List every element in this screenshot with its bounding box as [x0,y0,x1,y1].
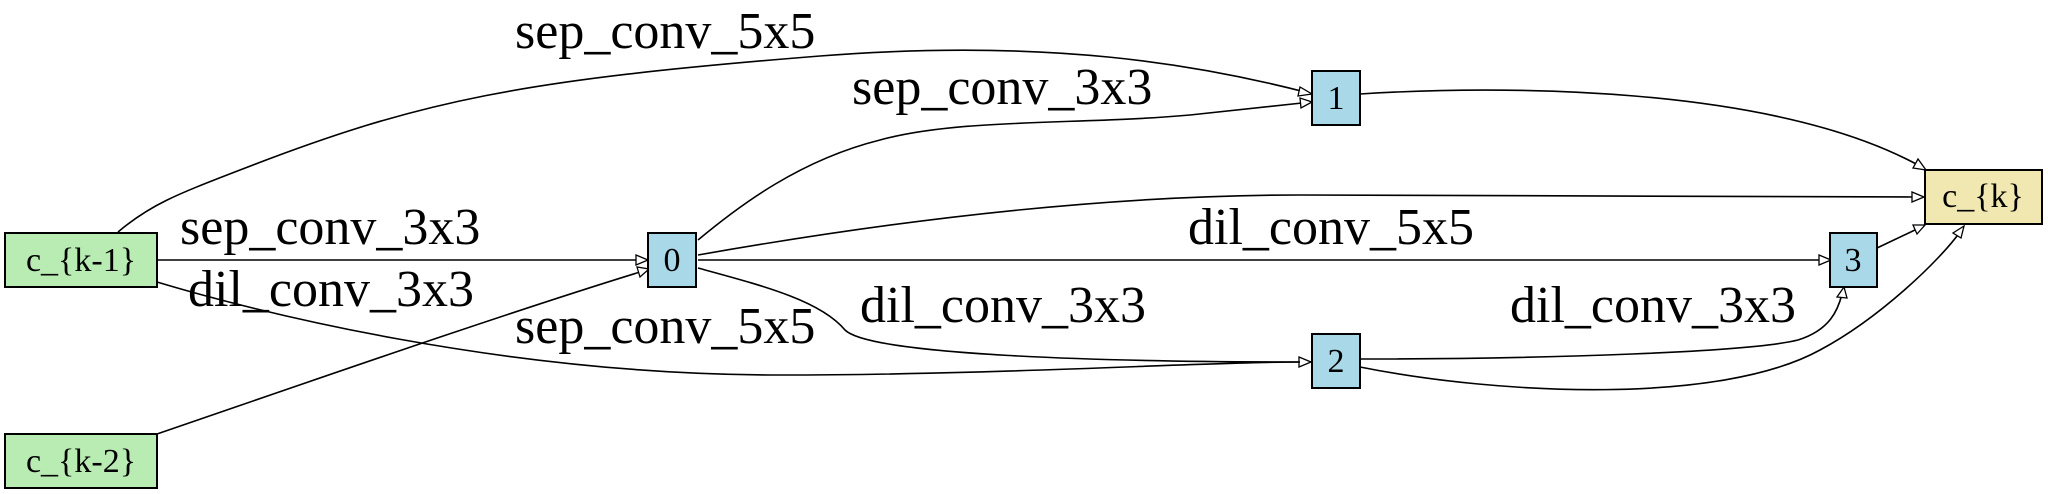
edge-ckm1-to-1 [117,49,1306,233]
edges [117,49,1966,435]
label-2-to-3: dil_conv_3x3 [1510,277,1796,334]
node-c-k-box [1924,169,2043,225]
edge-0-to-1-arrowhead [1299,97,1314,110]
node-3-box [1829,232,1878,288]
node-1-label: 1 [1328,80,1345,117]
node-0-box [647,232,697,288]
edge-ckm1-to-0-arrowhead [635,254,650,266]
node-1: 1 [1311,70,1361,126]
edge-2-to-3-arrowhead [1835,285,1848,299]
node-c-k-minus-2-box [4,433,158,489]
edge-ckm2-to-0-arrowhead [636,266,651,279]
edge-0-to-ck [697,194,1913,256]
label-ckm1-to-2: dil_conv_3x3 [188,261,474,318]
label-0-to-3: dil_conv_5x5 [1188,199,1474,256]
node-c-k-minus-1-box [4,232,158,288]
node-c-k-minus-2-label: c_{k-2} [26,443,136,480]
node-2-label: 2 [1328,343,1345,380]
label-0-to-2: dil_conv_3x3 [860,277,1146,334]
node-3-label: 3 [1845,242,1862,279]
edge-1-to-ck [1359,89,1919,166]
label-ckm2-to-0: sep_conv_5x5 [515,298,815,355]
edge-0-to-1 [697,102,1303,241]
node-1-box [1311,70,1361,126]
node-2: 2 [1311,333,1361,389]
label-ckm1-to-1: sep_conv_5x5 [515,3,815,60]
label-ckm1-to-0: sep_conv_3x3 [180,199,480,256]
node-c-k-minus-2: c_{k-2} [4,433,158,489]
node-c-k: c_{k} [1924,169,2043,225]
node-c-k-minus-1: c_{k-1} [4,232,158,288]
edge-labels: sep_conv_5x5 sep_conv_3x3 dil_conv_3x3 s… [180,3,1796,355]
edge-3-to-ck [1876,228,1918,249]
node-c-k-minus-1-label: c_{k-1} [26,242,136,279]
edge-2-to-3 [1359,293,1843,360]
node-3: 3 [1829,232,1878,288]
edge-0-to-ck-arrowhead [1911,191,1926,203]
node-0: 0 [647,232,697,288]
edge-3-to-ck-arrowhead [1911,224,1927,236]
edge-2-to-ck [1359,231,1961,391]
node-0-label: 0 [664,242,681,279]
edge-ckm2-to-0 [156,271,641,435]
edge-1-to-ck-arrowhead [1911,157,1928,171]
edge-0-to-3-arrowhead [1818,254,1833,266]
edge-ckm1-to-2-arrowhead [1298,356,1313,368]
edge-2-to-ck-arrowhead [1951,224,1966,240]
edge-ckm1-to-2 [156,281,1301,376]
edge-ckm1-to-1-arrowhead [1297,85,1314,97]
label-0-to-1: sep_conv_3x3 [852,59,1152,116]
node-c-k-label: c_{k} [1942,178,2024,215]
edge-0-to-2 [697,267,1301,363]
node-2-box [1311,333,1361,389]
